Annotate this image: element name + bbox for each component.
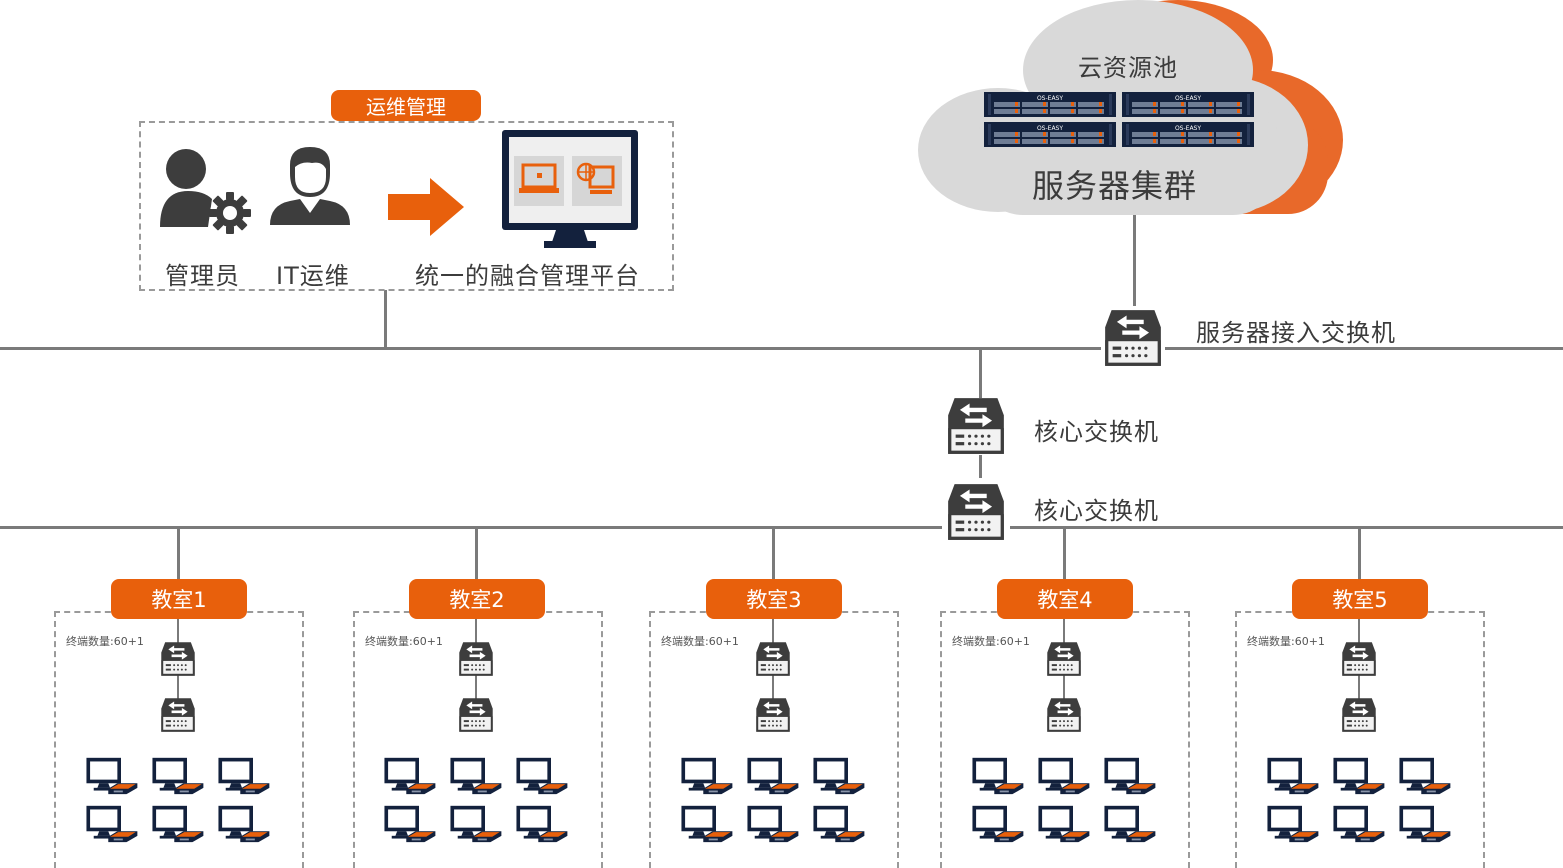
switch-icon [946,396,1006,456]
ops-management-tag: 运维管理 [331,90,481,121]
server-access-switch [1101,306,1165,370]
ops-management-box [139,121,674,291]
server-cluster-label: 服务器集群 [1032,167,1198,205]
terminal-computer-icon [376,804,442,844]
terminal-computer-icon [508,756,574,796]
terminal-computer-icon [964,756,1030,796]
classroom-switch-icon [1046,641,1082,677]
cloud-connector-line [1133,215,1136,310]
classroom-tag: 教室1 [111,579,247,619]
terminal-computer-icon [78,804,144,844]
svg-text:OS-EASY: OS-EASY [1175,125,1201,132]
terminal-computer-icon [1325,804,1391,844]
svg-text:OS-EASY: OS-EASY [1175,95,1201,102]
terminal-computer-icon [508,804,574,844]
terminal-computer-icon [964,804,1030,844]
classroom-tag: 教室4 [997,579,1133,619]
classroom-switch-icon [755,641,791,677]
terminal-grid [1259,756,1457,844]
terminal-computer-icon [805,804,871,844]
core-switch-1 [946,396,1010,456]
terminal-computer-icon [805,756,871,796]
classroom-switch-icon [160,697,196,733]
terminal-computer-icon [144,804,210,844]
management-platform-monitor-icon [502,130,638,248]
terminal-computer-icon [739,756,805,796]
classroom-switch-icon [1046,697,1082,733]
terminal-count-label: 终端数量:60+1 [661,635,739,648]
classroom-connector-line [772,528,775,580]
terminal-computer-icon [1030,756,1096,796]
server-access-switch-label: 服务器接入交换机 [1196,319,1396,347]
terminal-computer-icon [78,756,144,796]
terminal-count-label: 终端数量:60+1 [66,635,144,648]
switch-icon [946,482,1006,542]
core-switch-2 [942,478,1010,546]
classroom-switch-icon [458,697,494,733]
classroom-connector-line [177,528,180,580]
server-rack-icon: OS-EASY [1122,121,1254,147]
classroom-switch-icon [1341,641,1377,677]
it-user-icon [270,147,350,225]
switch-icon [1103,308,1163,368]
terminal-computer-icon [442,756,508,796]
terminal-computer-icon [442,804,508,844]
server-rack-icon: OS-EASY [984,92,1116,117]
server-rack-icon: OS-EASY [984,121,1116,147]
core-switch-1-label: 核心交换机 [1034,418,1159,446]
terminal-grid [673,756,871,844]
admin-gear-icon [160,149,251,234]
upper-backbone-line [0,347,1563,350]
terminal-computer-icon [1391,756,1457,796]
terminal-computer-icon [1030,804,1096,844]
terminal-computer-icon [144,756,210,796]
terminal-count-label: 终端数量:60+1 [1247,635,1325,648]
cloud-pool-title: 云资源池 [1078,54,1178,82]
terminal-count-label: 终端数量:60+1 [952,635,1030,648]
classroom-connector-line [1358,528,1361,580]
terminal-computer-icon [673,756,739,796]
terminal-grid [78,756,276,844]
svg-text:OS-EASY: OS-EASY [1037,125,1063,132]
admin-label: 管理员 [165,262,240,290]
classroom-switch-icon [755,697,791,733]
classroom-connector-line [1063,528,1066,580]
terminal-grid [376,756,574,844]
terminal-computer-icon [673,804,739,844]
server-cluster: OS-EASY OS-EASY OS-EASY OS-EASY [984,92,1256,147]
classroom-tag: 教室3 [706,579,842,619]
terminal-computer-icon [376,756,442,796]
management-platform-label: 统一的融合管理平台 [415,262,640,290]
terminal-computer-icon [739,804,805,844]
terminal-computer-icon [1259,804,1325,844]
core-between-connector [979,455,982,480]
terminal-computer-icon [1096,804,1162,844]
classroom-tag: 教室5 [1292,579,1428,619]
core-switch-2-label: 核心交换机 [1034,497,1159,525]
classroom-connector-line [475,528,478,580]
terminal-count-label: 终端数量:60+1 [365,635,443,648]
classroom-switch-icon [160,641,196,677]
terminal-computer-icon [1325,756,1391,796]
terminal-grid [964,756,1162,844]
terminal-computer-icon [1391,804,1457,844]
arrow-right-icon [388,178,464,236]
lower-backbone-line [0,526,1563,529]
it-ops-label: IT运维 [276,262,350,290]
classroom-switch-icon [458,641,494,677]
server-rack-icon: OS-EASY [1122,92,1254,117]
core-upper-connector [979,348,982,398]
terminal-computer-icon [210,804,276,844]
ops-connector-line [384,290,387,348]
svg-text:OS-EASY: OS-EASY [1037,95,1063,102]
terminal-computer-icon [210,756,276,796]
classroom-tag: 教室2 [409,579,545,619]
classroom-switch-icon [1341,697,1377,733]
terminal-computer-icon [1096,756,1162,796]
terminal-computer-icon [1259,756,1325,796]
